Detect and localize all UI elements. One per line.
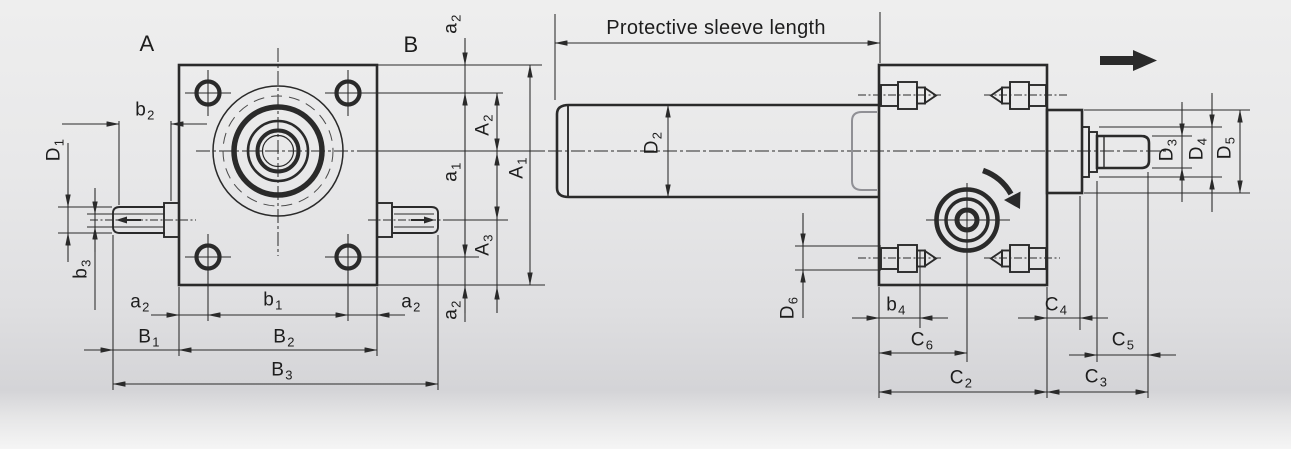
extension-lines (112, 64, 545, 390)
mounting-holes (185, 70, 371, 280)
centerlines (196, 48, 363, 256)
dim-label-C6: C6 (910, 329, 934, 353)
mounting-hole (325, 70, 371, 116)
dim-label-B3: B3 (271, 359, 293, 383)
dim-protective-sleeve-length (554, 12, 881, 100)
worm-shaft-boss (926, 183, 1010, 362)
rotation-direction-arrow (981, 167, 1021, 209)
dim-label-C4: C4 (1044, 294, 1068, 318)
sleeve-hidden-end (851, 111, 877, 191)
input-shaft-b (368, 202, 448, 238)
dim-label-C2: C2 (949, 367, 973, 391)
view-label-b: B (403, 32, 419, 57)
protective-sleeve (555, 103, 879, 199)
end-view-dimensions (58, 38, 545, 390)
dim-label-a2-row-left: a2 (130, 291, 150, 315)
dim-label-a2-row-right: a2 (401, 291, 421, 315)
dim-D6 (795, 213, 881, 318)
view-label-a: A (139, 31, 155, 56)
dim-label-b1: b1 (263, 289, 283, 313)
dim-b2 (62, 121, 207, 205)
dim-label-C3: C3 (1084, 366, 1108, 390)
dim-label-D4: D4 (1186, 137, 1210, 161)
mounting-hole (185, 70, 231, 116)
dim-label-b2: b2 (135, 99, 155, 123)
lube-fitting-bottom-right (984, 244, 1060, 273)
side-view-dimensions (554, 12, 1250, 398)
dim-label-A1: A1 (506, 157, 530, 179)
dim-label-a1: a1 (440, 162, 464, 182)
lube-fitting-top-left (858, 81, 943, 110)
lube-fitting-top-right (984, 81, 1068, 110)
dim-label-D5: D5 (1214, 136, 1238, 160)
dim-label-B1: B1 (138, 326, 160, 350)
dim-label-D1: D1 (43, 138, 67, 162)
lube-fitting-bottom-left (858, 244, 943, 273)
dim-label-D6: D6 (777, 296, 801, 320)
dim-label-b4: b4 (886, 294, 906, 318)
travel-direction-arrow (1100, 50, 1157, 71)
dim-label-B2: B2 (273, 326, 295, 350)
dim-label-a2-bottom: a2 (440, 300, 464, 320)
dim-label-a2-top: a2 (440, 14, 464, 34)
dim-D5 (1084, 109, 1250, 194)
dim-D1 (58, 143, 112, 262)
dim-label-C5: C5 (1111, 329, 1135, 353)
center-drill-mark (424, 216, 435, 224)
protective-sleeve-length-label: Protective sleeve length (606, 17, 826, 39)
extension-lines (878, 172, 1149, 398)
dim-label-b3: b3 (70, 259, 94, 279)
input-shaft-a (87, 202, 196, 238)
center-drill-mark (116, 216, 127, 224)
flange-boss (212, 85, 344, 217)
dim-label-D3: D3 (1156, 138, 1180, 162)
dim-label-A2: A2 (472, 114, 496, 136)
dim-label-A3: A3 (472, 234, 496, 256)
end-view (87, 48, 448, 287)
dim-D3 (1152, 102, 1192, 202)
side-view (548, 50, 1168, 362)
dim-label-D2: D2 (641, 131, 665, 155)
output-shaft (1045, 108, 1151, 195)
